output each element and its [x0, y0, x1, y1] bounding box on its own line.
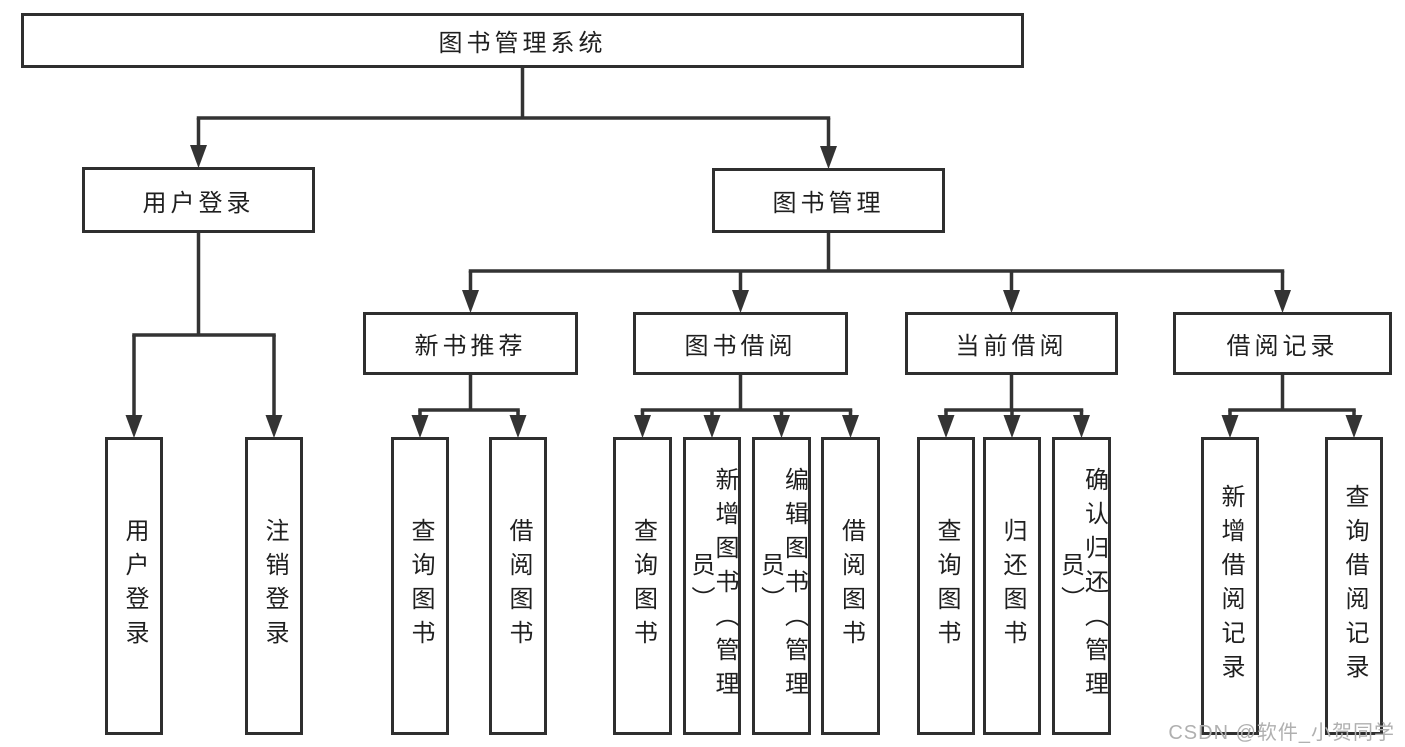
node-book-borrow: 图书借阅 — [633, 312, 848, 375]
node-leaf-edit-book: 编辑图书（管理员） — [752, 437, 811, 735]
node-root: 图书管理系统 — [21, 13, 1024, 68]
node-leaf-query-book-3: 查询图书 — [917, 437, 975, 735]
node-leaf-logout: 注销登录 — [245, 437, 303, 735]
node-borrow-records: 借阅记录 — [1173, 312, 1392, 375]
node-leaf-add-book: 新增图书（管理员） — [683, 437, 741, 735]
node-leaf-return-book: 归还图书 — [983, 437, 1041, 735]
node-current-borrow: 当前借阅 — [905, 312, 1118, 375]
node-leaf-confirm-return: 确认归还（管理员） — [1052, 437, 1111, 735]
node-leaf-query-book-1: 查询图书 — [391, 437, 449, 735]
node-book-mgmt: 图书管理 — [712, 168, 945, 233]
node-leaf-query-borrow-record: 查询借阅记录 — [1325, 437, 1383, 735]
node-leaf-user-login: 用户登录 — [105, 437, 163, 735]
node-new-book-rec: 新书推荐 — [363, 312, 578, 375]
node-user-login: 用户登录 — [82, 167, 315, 233]
node-leaf-add-borrow-record: 新增借阅记录 — [1201, 437, 1259, 735]
node-leaf-borrow-book-2: 借阅图书 — [821, 437, 880, 735]
node-leaf-borrow-book-1: 借阅图书 — [489, 437, 547, 735]
node-leaf-query-book-2: 查询图书 — [613, 437, 672, 735]
watermark-text: CSDN @软件_小贺同学 — [1168, 722, 1395, 744]
